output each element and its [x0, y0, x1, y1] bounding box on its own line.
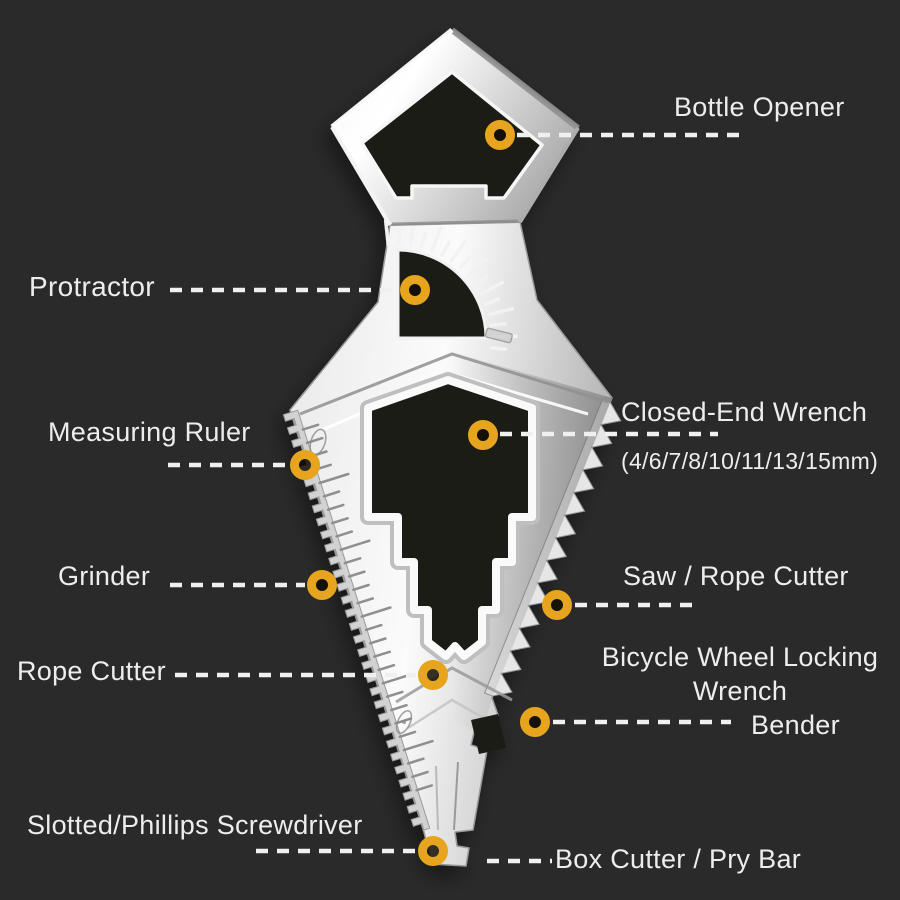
tip-groove-left — [435, 765, 439, 831]
bicycle-wrench-label: Bicycle Wheel Locking Wrench — [601, 642, 879, 706]
hexagon-facet-dark — [450, 27, 580, 131]
bottle-opener-marker — [485, 120, 515, 150]
screwdriver-label: Slotted/Phillips Screwdriver — [27, 810, 363, 840]
saw-rope-cutter-marker — [542, 590, 572, 620]
box-cutter-label: Box Cutter / Pry Bar — [555, 844, 802, 874]
multitool-body — [282, 27, 622, 867]
bender-label: Bender — [751, 710, 840, 740]
hexagon-facet-light1 — [330, 28, 454, 129]
closed-end-wrench-label: Closed-End Wrench — [621, 397, 868, 427]
protractor-window — [396, 248, 488, 340]
protractor-marker — [400, 275, 430, 305]
blade-groove-dark — [395, 666, 513, 704]
laser-logo-lower — [395, 710, 413, 734]
wrench-cutout — [360, 372, 540, 664]
neck-shadow-line — [391, 219, 519, 226]
annotation-overlay — [168, 120, 748, 866]
grinder-label: Grinder — [58, 561, 151, 591]
bottle-opener-hole — [360, 70, 544, 200]
screwdriver-marker — [418, 836, 448, 866]
saw-rope-cutter-label: Saw / Rope Cutter — [623, 561, 849, 591]
tip-groove-right — [453, 761, 459, 831]
measuring-ruler-marker — [290, 450, 320, 480]
blade-groove-light — [407, 698, 499, 730]
closed-end-wrench-marker — [468, 420, 498, 450]
closed-end-wrench-sizes: (4/6/7/8/10/11/13/15mm) — [621, 448, 879, 474]
grinder-edge — [282, 409, 431, 831]
rope-cutter-label: Rope Cutter — [17, 656, 166, 686]
hexagon-facet-light2 — [330, 125, 392, 227]
bottle-opener-hexagon — [330, 27, 580, 227]
grinder-marker — [307, 570, 337, 600]
neck-etch-rect — [484, 327, 513, 344]
hexagon-facet-mid — [518, 126, 580, 224]
bicycle-wrench-bender-marker — [520, 707, 550, 737]
bottle-opener-label: Bottle Opener — [674, 92, 845, 122]
chevron-groove-dark — [299, 352, 609, 416]
measuring-ruler-label: Measuring Ruler — [48, 417, 251, 447]
measuring-ruler-ticks — [301, 423, 434, 792]
bender-slot — [471, 714, 506, 754]
protractor-label: Protractor — [29, 271, 155, 302]
rope-cutter-marker — [418, 660, 448, 690]
